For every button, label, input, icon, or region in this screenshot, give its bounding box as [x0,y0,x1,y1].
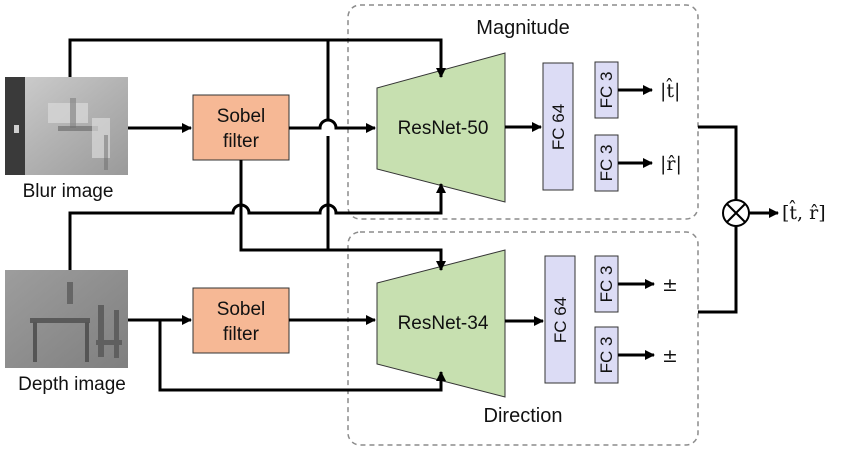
svg-text:filter: filter [223,324,260,345]
fc64-direction: FC 64 [544,255,576,384]
direction-group-box [347,231,699,446]
svg-text:FC 64: FC 64 [551,297,570,343]
fc64-magnitude: FC 64 [542,62,574,191]
arrow-sobel-to-resnet50 [289,118,376,133]
blur-image [5,77,128,175]
svg-text:FC 3: FC 3 [597,72,616,109]
depth-image-label: Depth image [18,374,126,395]
svg-text:Sobel: Sobel [217,299,266,320]
fc3-t-direction: FC 3 [594,255,619,313]
t-sign-output: ± [662,274,678,296]
svg-text:FC 3: FC 3 [597,266,616,303]
depth-image [5,270,128,368]
t-magnitude-output: |t̂| [660,77,680,102]
fc3-r-direction: FC 3 [594,326,619,384]
arrow-depth-bypass-to-resnet34 [158,320,446,392]
fc3-r-magnitude: FC 3 [594,134,619,192]
arrow-blur-bypass-to-resnet50 [68,38,446,78]
svg-text:FC 3: FC 3 [597,145,616,182]
svg-text:filter: filter [223,131,260,152]
sobel-filter-top: Sobel filter [192,94,290,161]
direction-title: Direction [484,405,563,427]
resnet34-block: ResNet-34 [376,249,506,398]
wire-direction-to-combine [698,226,738,314]
magnitude-title: Magnitude [476,17,569,39]
svg-text:ResNet-34: ResNet-34 [398,313,489,334]
wire-magnitude-to-combine [698,125,738,200]
combined-output: [t̂, r̂] [782,199,826,224]
magnitude-group-box [347,4,699,220]
sobel-filter-bottom: Sobel filter [192,287,290,354]
fc3-t-magnitude: FC 3 [594,61,619,119]
arrow-depth-bypass-to-resnet50 [68,183,446,270]
svg-text:Sobel: Sobel [217,106,266,127]
resnet50-block: ResNet-50 [376,52,506,203]
svg-text:ResNet-50: ResNet-50 [398,118,489,139]
r-magnitude-output: |r̂| [660,153,682,175]
svg-text:FC 3: FC 3 [597,337,616,374]
svg-text:FC 64: FC 64 [549,104,568,150]
blur-image-label: Blur image [23,181,114,202]
combine-operator-icon [722,199,750,227]
r-sign-output: ± [662,345,678,367]
